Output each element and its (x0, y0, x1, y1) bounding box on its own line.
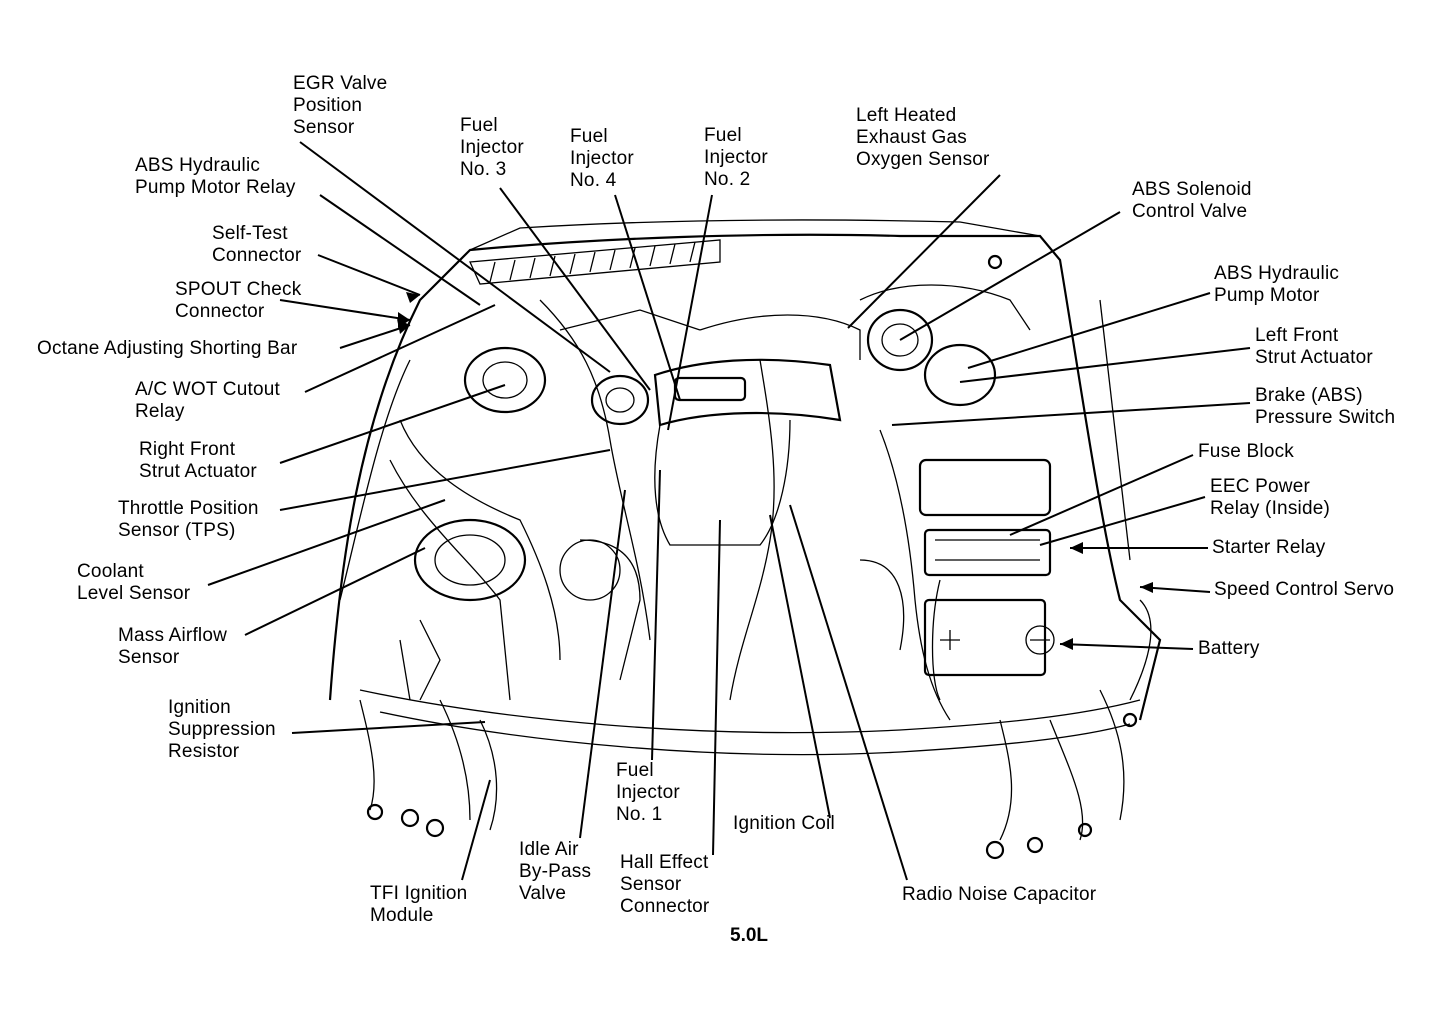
label-left-front-strut-actuator: Left Front Strut Actuator (1255, 325, 1373, 368)
label-fuse-block: Fuse Block (1198, 441, 1294, 462)
label-right-front-strut-actuator: Right Front Strut Actuator (139, 439, 257, 482)
label-fuel-injector-3: Fuel Injector No. 3 (460, 115, 524, 180)
label-egr-valve-position-sensor: EGR Valve Position Sensor (293, 73, 388, 138)
label-battery: Battery (1198, 638, 1260, 659)
label-ignition-suppression-resistor: Ignition Suppression Resistor (168, 697, 276, 762)
cowl-grill (469, 239, 721, 285)
label-radio-noise-capacitor: Radio Noise Capacitor (902, 884, 1097, 905)
label-left-heated-exhaust-gas-oxygen-sensor: Left Heated Exhaust Gas Oxygen Sensor (856, 105, 990, 170)
label-ignition-coil: Ignition Coil (733, 813, 835, 834)
label-coolant-level-sensor: Coolant Level Sensor (77, 561, 191, 604)
label-fuel-injector-2: Fuel Injector No. 2 (704, 125, 768, 190)
label-tfi-ignition-module: TFI Ignition Module (370, 883, 468, 926)
arrow-heads (397, 292, 1153, 650)
label-brake-abs-pressure-switch: Brake (ABS) Pressure Switch (1255, 385, 1396, 428)
label-eec-power-relay: EEC Power Relay (Inside) (1210, 476, 1331, 519)
left-side-components (859, 284, 1055, 701)
body-outline (328, 219, 1162, 756)
label-starter-relay: Starter Relay (1212, 537, 1326, 558)
wiring-harness (359, 254, 1152, 860)
label-octane-adjusting-shorting-bar: Octane Adjusting Shorting Bar (37, 338, 298, 359)
intake-plenum (559, 309, 861, 546)
label-spout-check-connector: SPOUT Check Connector (175, 279, 302, 322)
label-abs-hydraulic-pump-motor-relay: ABS Hydraulic Pump Motor Relay (135, 155, 296, 198)
label-abs-solenoid-control-valve: ABS Solenoid Control Valve (1132, 179, 1252, 222)
label-fuel-injector-4: Fuel Injector No. 4 (570, 126, 634, 191)
label-speed-control-servo: Speed Control Servo (1214, 579, 1395, 600)
label-fuel-injector-1: Fuel Injector No. 1 (616, 760, 680, 825)
diagram-caption: 5.0L (730, 925, 769, 946)
label-self-test-connector: Self-Test Connector (212, 223, 302, 266)
leader-lines (207, 141, 1251, 881)
label-abs-hydraulic-pump-motor: ABS Hydraulic Pump Motor (1214, 263, 1340, 306)
label-mass-airflow-sensor: Mass Airflow Sensor (118, 625, 228, 668)
label-hall-effect-sensor-connector: Hall Effect Sensor Connector (620, 852, 710, 917)
label-ac-wot-cutout-relay: A/C WOT Cutout Relay (135, 379, 280, 422)
label-throttle-position-sensor: Throttle Position Sensor (TPS) (118, 498, 259, 541)
right-side-components (389, 346, 641, 701)
label-idle-air-bypass-valve: Idle Air By-Pass Valve (519, 839, 592, 904)
